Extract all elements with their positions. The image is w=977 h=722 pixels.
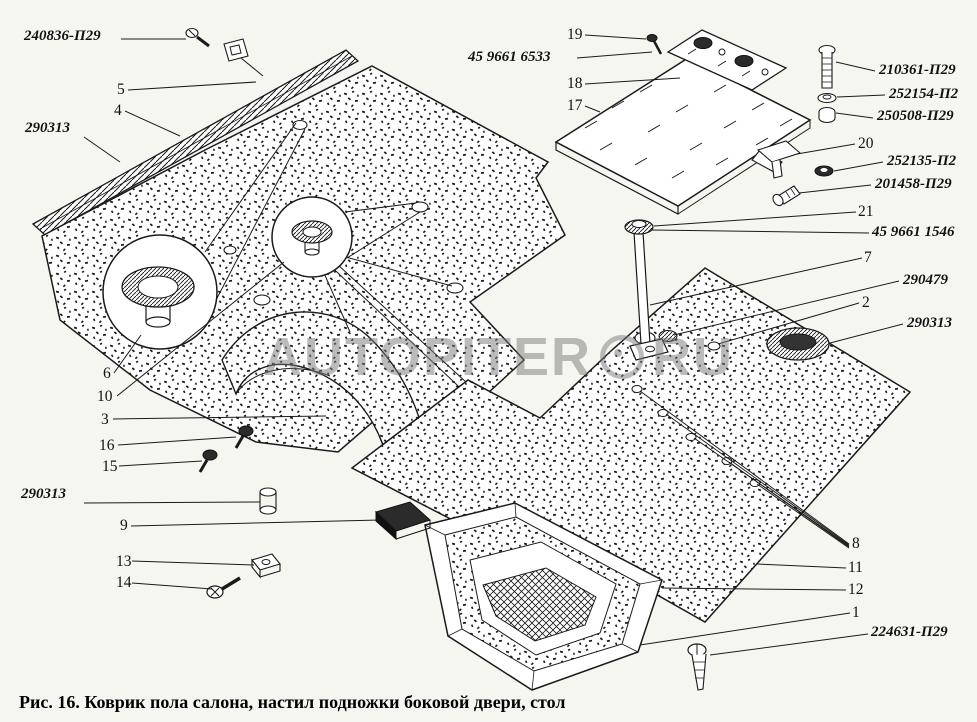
callout-10: 10 [97,388,113,405]
footwell [424,502,663,691]
callout-11: 11 [848,559,863,576]
bolt-210361 [818,44,836,89]
callout-20: 20 [858,135,874,152]
callout-4: 4 [114,102,122,119]
leader-lines [83,34,904,656]
screw-14 [206,576,241,599]
callout-290313-left: 290313 [21,486,66,502]
callout-12: 12 [848,581,864,598]
rivet-16 [234,425,254,449]
callout-45-9661-1546: 45 9661 1546 [872,224,955,240]
callout-224631-p29: 224631-П29 [871,624,948,640]
folding-table [554,57,812,215]
detail-circle-small [271,196,561,469]
clip-plate [223,38,264,77]
screw-201458 [772,185,801,207]
callout-240836-p29: 240836-П29 [24,28,101,44]
callout-17: 17 [567,97,583,114]
washer-252135 [814,165,834,177]
callout-210361-p29: 210361-П29 [879,62,956,78]
mount-plate [666,29,788,91]
door-sill-strip [31,49,360,236]
callout-252135-p2: 252135-П2 [887,153,957,169]
callout-3: 3 [101,411,109,428]
callout-18: 18 [567,75,583,92]
callout-6: 6 [103,365,111,382]
callout-9: 9 [120,517,128,534]
callout-13: 13 [116,553,132,570]
detail-circle-large [102,122,306,350]
callout-7: 7 [864,249,872,266]
callout-2: 2 [862,294,870,311]
callout-290313-top: 290313 [25,120,70,136]
plug-290313-left [259,487,277,515]
callout-1: 1 [852,604,860,621]
callout-290313-right: 290313 [907,315,952,331]
callout-5: 5 [117,81,125,98]
square-nut-13 [251,553,281,579]
sill-block [375,501,431,541]
callout-15: 15 [102,458,118,475]
screw-224631 [687,643,707,691]
nut-250508 [818,106,836,124]
plate-screw [646,34,663,55]
callout-290479: 290479 [903,272,948,288]
rivet-15 [198,449,218,473]
callout-250508-p29: 250508-П29 [877,108,954,124]
callout-252154-p2: 252154-П2 [889,86,959,102]
callout-8: 8 [852,535,860,552]
callout-45-9661-6533: 45 9661 6533 [468,49,551,65]
figure-caption: Рис. 16. Коврик пола салона, настил подн… [19,692,566,712]
screw-240836 [185,27,210,48]
washer-252154 [817,92,837,104]
callout-201458-p29: 201458-П29 [875,176,952,192]
callout-14: 14 [116,574,132,591]
callout-21: 21 [858,203,874,220]
callout-16: 16 [99,437,115,454]
callout-19: 19 [567,26,583,43]
